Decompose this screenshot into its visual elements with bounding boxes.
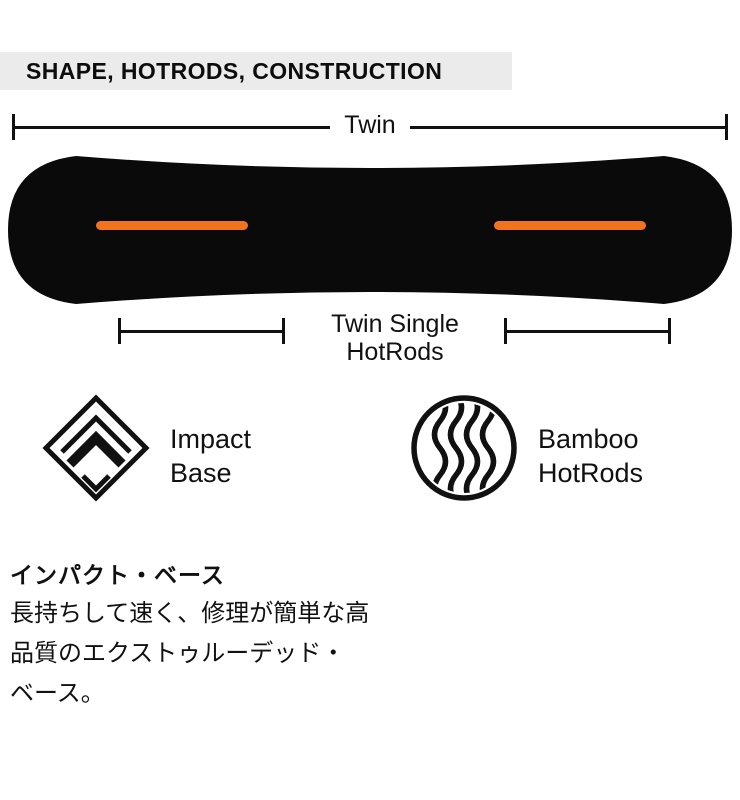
hotrod-right — [494, 221, 646, 230]
snowboard-graphic — [6, 150, 734, 310]
section-title: SHAPE, HOTRODS, CONSTRUCTION — [26, 57, 443, 84]
description-line: ベース。 — [10, 680, 105, 707]
dimension-tick-left — [12, 114, 15, 140]
dimension-line-right — [409, 125, 725, 129]
impact-base-icon — [40, 392, 152, 504]
dimension-tick-right — [725, 114, 728, 140]
section-header: SHAPE, HOTRODS, CONSTRUCTION — [0, 52, 512, 90]
dimension-line-left — [15, 125, 331, 129]
twin-shape-label: Twin — [344, 111, 396, 139]
hotrod-left — [96, 221, 248, 230]
snowboard-outline — [8, 156, 732, 304]
hotrod-bracket-left — [118, 318, 285, 344]
bamboo-hotrods-label: Bamboo HotRods — [538, 424, 644, 488]
bamboo-hotrods-icon — [408, 392, 520, 504]
description-line: 品質のエクストゥルーデッド・ — [10, 640, 346, 667]
hotrod-bracket-right — [504, 318, 671, 344]
description-line: 長持ちして速く、修理が簡単な高 — [10, 600, 370, 627]
hotrods-label: Twin Single HotRods — [331, 310, 459, 366]
twin-dimension-line: Twin — [12, 111, 728, 140]
description-body: 長持ちして速く、修理が簡単な高 品質のエクストゥルーデッド・ ベース。 — [10, 594, 410, 714]
impact-base-label: Impact Base — [170, 424, 252, 488]
description-heading: インパクト・ベース — [10, 562, 225, 588]
snowboard-svg — [8, 156, 732, 304]
